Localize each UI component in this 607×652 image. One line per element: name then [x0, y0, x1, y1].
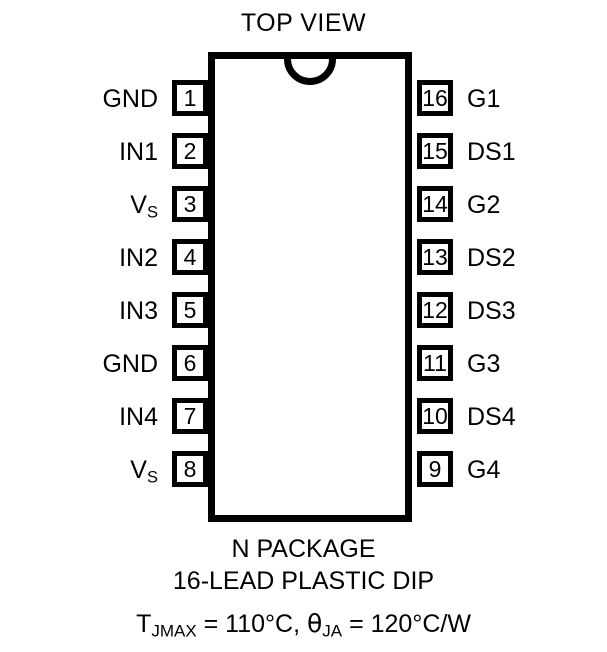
pin-label-14: G2: [467, 190, 501, 219]
pin-number-box-7: 7: [172, 398, 208, 434]
pin-number-box-10: 10: [417, 398, 453, 434]
package-name-caption: N PACKAGE: [231, 535, 376, 563]
pin-label-7: IN4: [119, 402, 158, 431]
pin-number-box-3: 3: [172, 186, 208, 222]
pin-label-8: VS: [130, 455, 158, 487]
semicircle-notch-icon: [284, 59, 336, 85]
pin-number-box-5: 5: [172, 292, 208, 328]
pin-label-10: DS4: [467, 402, 516, 431]
pin-label-2: IN1: [119, 137, 158, 166]
package-body-outline: [208, 52, 412, 522]
pin-label-6: GND: [102, 349, 158, 378]
pin-label-13: DS2: [467, 243, 516, 272]
pin-number-box-1: 1: [172, 80, 208, 116]
pin-number-box-16: 16: [417, 80, 453, 116]
pin-label-12: DS3: [467, 296, 516, 325]
pin-number-box-6: 6: [172, 345, 208, 381]
pin-number-box-2: 2: [172, 133, 208, 169]
pin-number-box-15: 15: [417, 133, 453, 169]
pin-number-box-12: 12: [417, 292, 453, 328]
page-title: TOP VIEW: [240, 9, 367, 37]
pin-label-16: G1: [467, 84, 501, 113]
pin-number-box-8: 8: [172, 451, 208, 487]
pin-label-9: G4: [467, 455, 501, 484]
thermal-spec-caption: TJMAX = 110°C, θJA = 120°C/W: [136, 609, 471, 641]
pin-label-1: GND: [102, 84, 158, 113]
pin-number-box-14: 14: [417, 186, 453, 222]
pin-number-box-11: 11: [417, 345, 453, 381]
pin-label-5: IN3: [119, 296, 158, 325]
pin-label-4: IN2: [119, 243, 158, 272]
package-description-caption: 16-LEAD PLASTIC DIP: [172, 567, 435, 595]
pin-number-box-9: 9: [417, 451, 453, 487]
pin-number-box-13: 13: [417, 239, 453, 275]
pin-label-3: VS: [130, 190, 158, 222]
pin-label-15: DS1: [467, 137, 516, 166]
pin-label-11: G3: [467, 349, 501, 378]
pin-number-box-4: 4: [172, 239, 208, 275]
